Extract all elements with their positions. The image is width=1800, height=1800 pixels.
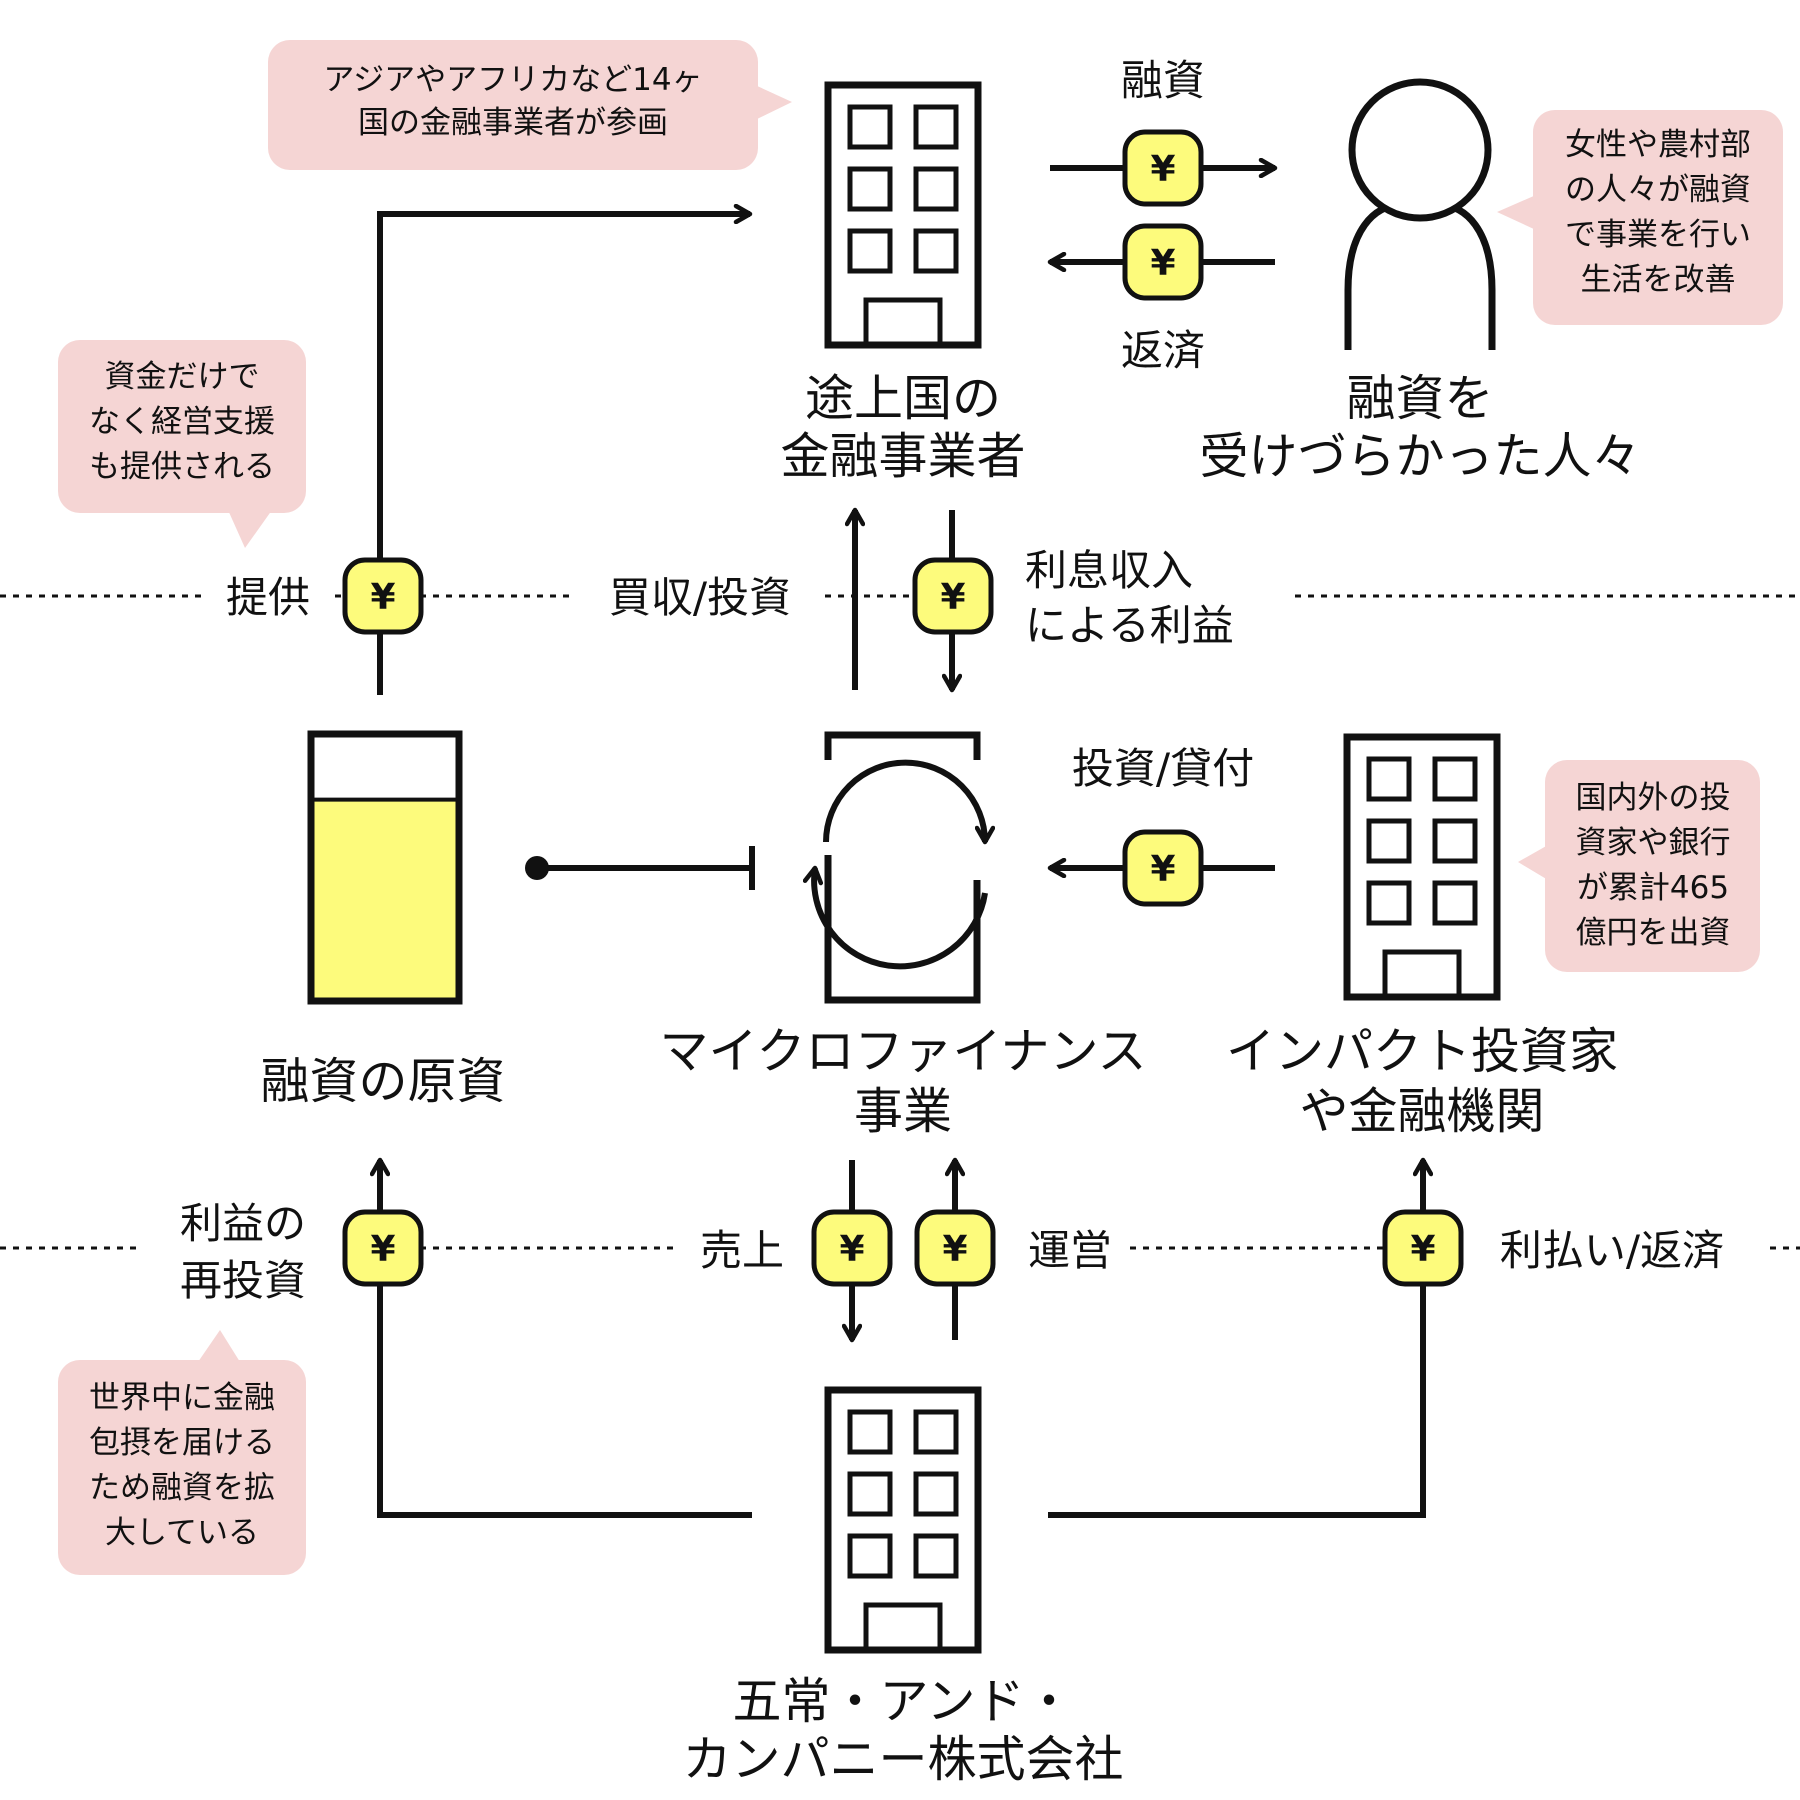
office-building-icon (1347, 737, 1497, 997)
note-women: 女性や農村部 の人々が融資 で事業を行い 生活を改善 (1497, 110, 1783, 325)
loan-label: 融資 (1121, 56, 1205, 105)
provide-connector (377, 214, 750, 695)
mfi-label: 金融事業者 (780, 428, 1025, 485)
note-inclusion-line: 包摂を届ける (89, 1425, 275, 1461)
svg-text:¥: ¥ (940, 577, 965, 618)
reinvest-connector (380, 1160, 752, 1518)
note-women-line: 女性や農村部 (1565, 127, 1751, 163)
note-support-line: 資金だけで (105, 359, 260, 395)
yen-coin-icon: ¥ (1122, 829, 1204, 907)
note-inclusion: 世界中に金融 包摂を届ける ため融資を拡 大している (58, 1330, 306, 1575)
svg-text:¥: ¥ (1150, 849, 1175, 890)
note-women-line: の人々が融資 (1565, 172, 1751, 208)
divider-lines (0, 594, 1800, 1250)
svg-text:¥: ¥ (942, 1229, 967, 1270)
interest-repay-label: 利払い/返済 (1500, 1226, 1724, 1275)
note-women-line: 生活を改善 (1581, 262, 1736, 298)
yen-coin-icon: ¥ (811, 1209, 893, 1287)
yen-coin-icon: ¥ (912, 557, 994, 635)
svg-text:¥: ¥ (1410, 1229, 1435, 1270)
invest-lend-label: 投資/貸付 (1072, 744, 1254, 793)
fund-level-icon (307, 730, 463, 1005)
note-women-line: で事業を行い (1565, 217, 1751, 253)
reinvest-label: 再投資 (180, 1256, 306, 1305)
mfi-label: 途上国の (805, 370, 1001, 427)
business-label: 事業 (854, 1083, 952, 1140)
yen-coin-icon: ¥ (1382, 1209, 1464, 1287)
note-inclusion-line: ため融資を拡 (89, 1470, 275, 1506)
reinvest-label: 利益の (180, 1199, 306, 1248)
svg-text:¥: ¥ (370, 577, 395, 618)
company-label: カンパニー株式会社 (682, 1731, 1123, 1788)
yen-coin-icon: ¥ (342, 1209, 424, 1287)
yen-coin-icon: ¥ (1122, 223, 1204, 301)
svg-text:¥: ¥ (1150, 149, 1175, 190)
provide-label: 提供 (226, 573, 310, 622)
note-inclusion-line: 世界中に金融 (89, 1380, 275, 1416)
company-label: 五常・アンド・ (732, 1673, 1073, 1730)
note-support-line: なく経営支援 (89, 404, 275, 440)
note-investment-line: 資家や銀行 (1576, 825, 1731, 861)
fund-label: 融資の原資 (260, 1053, 505, 1110)
note-countries-line: 国の金融事業者が参画 (358, 105, 668, 141)
fund-fill (311, 799, 459, 998)
note-investment-line: 国内外の投 (1576, 780, 1731, 816)
interest-label: 利息収入 (1025, 546, 1193, 595)
borrowers-label: 融資を (1346, 370, 1493, 427)
svg-text:¥: ¥ (370, 1229, 395, 1270)
cycle-arrows-icon (814, 731, 985, 1004)
note-support: 資金だけで なく経営支援 も提供される (58, 340, 306, 548)
person-icon (1344, 78, 1496, 350)
svg-text:¥: ¥ (839, 1229, 864, 1270)
investors-label: インパクト投資家 (1226, 1023, 1618, 1080)
yen-coin-icon: ¥ (1122, 129, 1204, 207)
yen-coins: ¥ ¥ ¥ ¥ ¥ ¥ ¥ ¥ ¥ (342, 129, 1464, 1287)
note-investment: 国内外の投 資家や銀行 が累計465 億円を出資 (1518, 760, 1760, 972)
operation-label: 運営 (1028, 1226, 1112, 1275)
yen-coin-icon: ¥ (342, 557, 424, 635)
acquire-label: 買収/投資 (609, 573, 791, 622)
yen-coin-icon: ¥ (914, 1209, 996, 1287)
office-building-icon (828, 1390, 978, 1650)
note-countries-line: アジアやアフリカなど14ヶ (323, 62, 702, 98)
repay-label: 返済 (1121, 326, 1205, 375)
business-label: マイクロファイナンス (659, 1023, 1146, 1080)
fund-link-dot (525, 856, 549, 880)
note-inclusion-line: 大している (105, 1515, 259, 1551)
note-investment-line: 億円を出資 (1576, 915, 1731, 951)
investors-label: や金融機関 (1299, 1083, 1544, 1140)
note-support-line: も提供される (89, 449, 275, 485)
note-investment-line: が累計465 (1577, 870, 1729, 906)
borrowers-label: 受けづらかった人々 (1199, 428, 1640, 485)
svg-text:¥: ¥ (1150, 243, 1175, 284)
interest-repay-connector (1048, 1160, 1423, 1518)
office-building-icon (828, 85, 978, 345)
interest-label: による利益 (1025, 601, 1234, 650)
sales-label: 売上 (700, 1226, 784, 1275)
note-countries: アジアやアフリカなど14ヶ 国の金融事業者が参画 (268, 40, 792, 170)
